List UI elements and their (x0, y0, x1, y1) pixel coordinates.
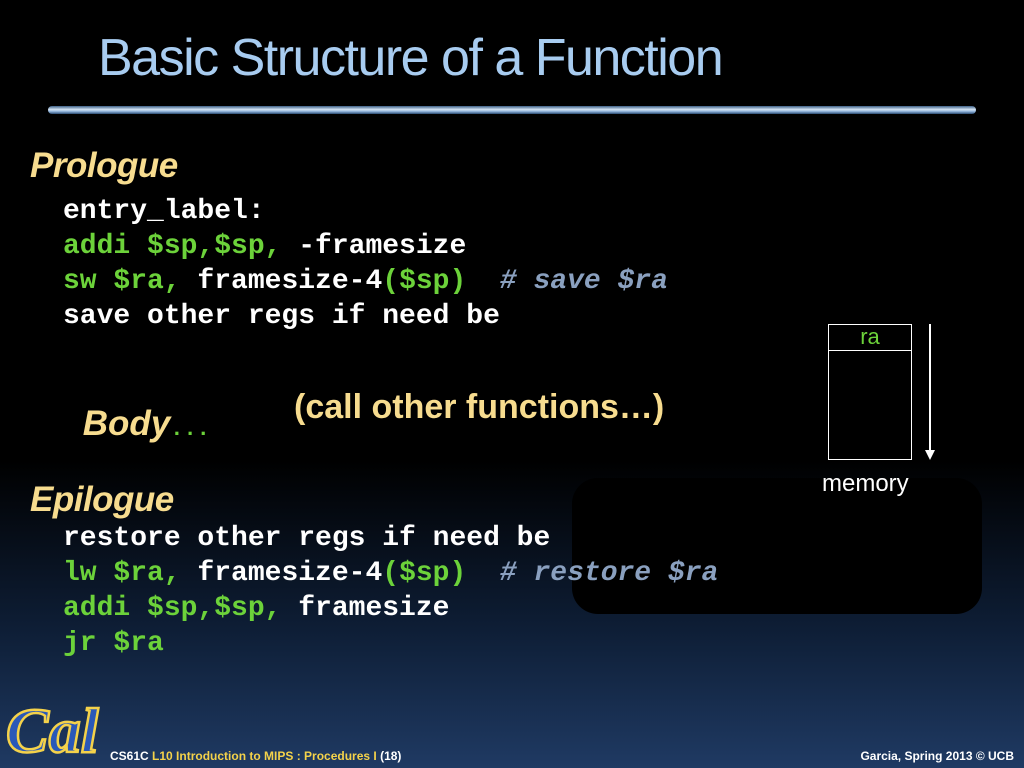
prologue-heading: Prologue (30, 146, 178, 185)
prologue-code-token: ($sp) (382, 266, 467, 297)
prologue-code-line: sw $ra, framesize-4($sp) # save $ra (63, 264, 668, 299)
epilogue-code-token: # restore $ra (466, 558, 719, 589)
slide-title: Basic Structure of a Function (98, 29, 724, 87)
body-label: Body (82, 404, 171, 443)
memory-ra-cell: ra (829, 325, 911, 351)
footer-course: CS61C L10 Introduction to MIPS : Procedu… (110, 749, 401, 763)
epilogue-code-token: restore other regs if need be (63, 523, 551, 554)
footer-credit: Garcia, Spring 2013 © UCB (860, 749, 1014, 763)
cal-logo: Cal (5, 694, 100, 764)
prologue-code-token: save other regs if need be (63, 301, 500, 332)
background-panel (572, 478, 982, 614)
epilogue-code-line: restore other regs if need be (63, 521, 718, 556)
body-description: (call other functions…) (294, 388, 665, 426)
prologue-code-token: entry_label: (63, 196, 265, 227)
epilogue-code-line: addi $sp,$sp, framesize (63, 591, 718, 626)
prologue-code-token: sw $ra, (63, 266, 181, 297)
prologue-code-token: framesize-4 (180, 266, 383, 297)
body-dots: ... (170, 417, 210, 442)
epilogue-code-token: framesize (281, 593, 450, 624)
epilogue-code-line: jr $ra (63, 626, 718, 661)
arrow-down-icon (925, 450, 935, 460)
epilogue-code-token: jr $ra (63, 628, 164, 659)
epilogue-code-token: lw $ra, (63, 558, 181, 589)
prologue-code-token: addi $sp,$sp, (63, 231, 282, 262)
title-underline (48, 106, 976, 114)
prologue-code-line: entry_label: (63, 194, 668, 229)
prologue-code-token: # save $ra (466, 266, 668, 297)
memory-caption: memory (822, 470, 909, 497)
prologue-code-token: -framesize (281, 231, 467, 262)
epilogue-heading: Epilogue (30, 480, 174, 519)
epilogue-code-token: framesize-4 (180, 558, 383, 589)
epilogue-code-token: ($sp) (382, 558, 467, 589)
prologue-code-line: addi $sp,$sp, -framesize (63, 229, 668, 264)
memory-stack-box: ra (828, 324, 912, 460)
memory-direction-arrow (929, 324, 931, 452)
footer-lecture-title: L10 Introduction to MIPS : Procedures I (152, 749, 377, 763)
epilogue-code-line: lw $ra, framesize-4($sp) # restore $ra (63, 556, 718, 591)
footer-page-number: (18) (376, 749, 402, 763)
footer-course-code: CS61C (110, 749, 153, 763)
epilogue-code-token: addi $sp,$sp, (63, 593, 282, 624)
prologue-code-line: save other regs if need be (63, 299, 668, 334)
body-line: Body... (65, 386, 210, 462)
cal-logo-text: Cal (6, 695, 99, 764)
